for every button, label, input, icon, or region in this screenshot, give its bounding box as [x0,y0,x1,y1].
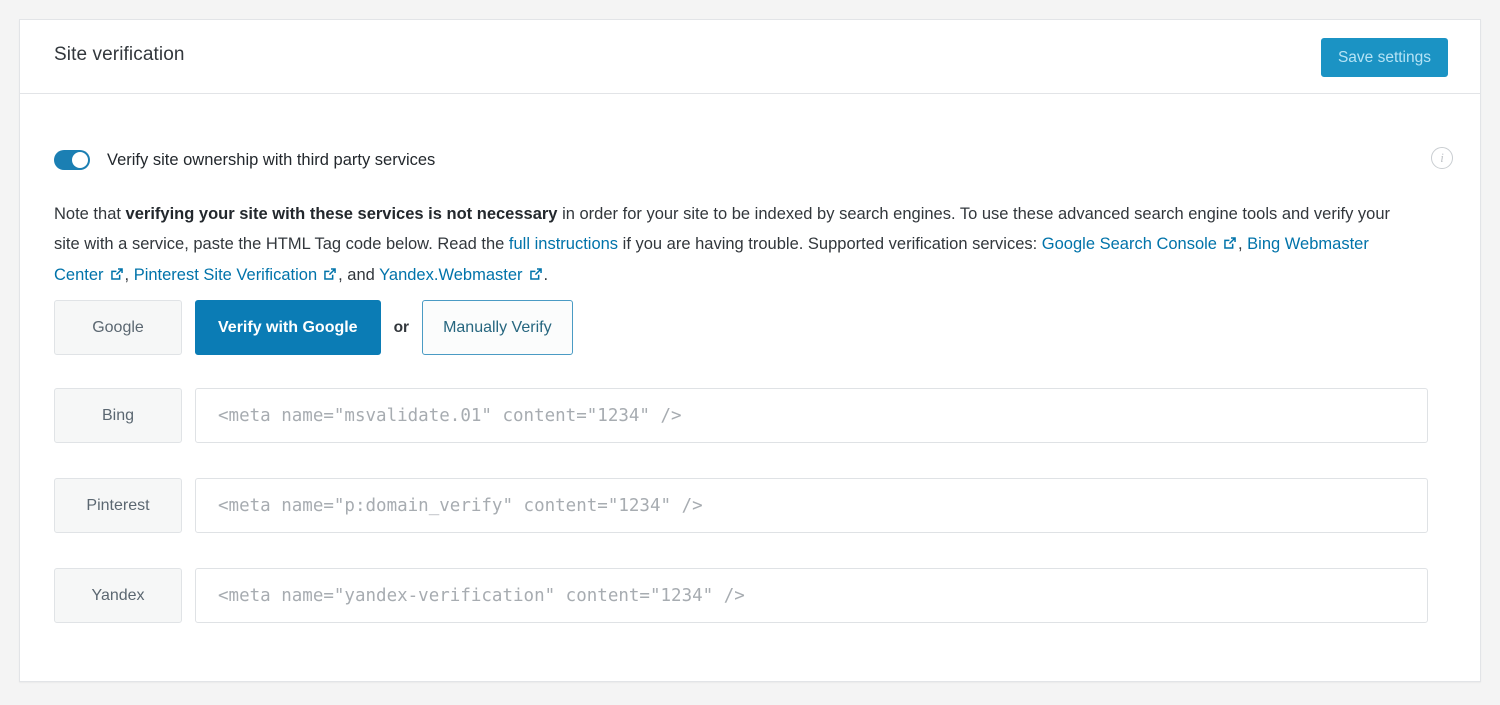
save-settings-button[interactable]: Save settings [1320,38,1448,77]
page-title: Site verification [54,44,185,65]
link-yandex-webmaster[interactable]: Yandex.Webmaster [379,265,523,284]
description-text-1: Note that [54,204,126,223]
verify-with-google-button[interactable]: Verify with Google [195,300,381,355]
link-google-search-console[interactable]: Google Search Console [1041,235,1217,253]
site-verification-card: Site verification Save settings Verify s… [19,19,1481,682]
service-label-bing: Bing [54,388,182,443]
description-sep-3: , and [338,265,380,284]
external-link-icon[interactable] [529,267,543,281]
ownership-toggle-row: Verify site ownership with third party s… [54,150,435,170]
service-label-pinterest: Pinterest [54,478,182,533]
service-row-bing: Bing [54,388,1428,443]
external-link-icon[interactable] [1223,236,1237,250]
description-paragraph: Note that verifying your site with these… [54,199,1419,291]
yandex-meta-input[interactable] [195,568,1428,623]
link-pinterest-site-verification[interactable]: Pinterest Site Verification [133,265,318,284]
toggle-knob [72,152,88,168]
description-bold: verifying your site with these services … [125,204,558,223]
description-text-3: if you are having trouble. Supported ver… [618,235,1042,253]
info-icon[interactable]: i [1431,147,1453,169]
link-bing-webmaster-center[interactable]: Bing Webmaster Center [54,235,1369,284]
toggle-label: Verify site ownership with third party s… [107,150,436,169]
pinterest-meta-input[interactable] [195,478,1428,533]
or-separator: or [393,318,410,336]
service-row-pinterest: Pinterest [54,478,1428,533]
external-link-icon[interactable] [323,267,337,281]
bing-meta-input[interactable] [195,388,1428,443]
service-label-yandex: Yandex [54,568,182,623]
description-sep-2: , [124,265,134,284]
description-text-2: in order for your site to be indexed by … [54,204,1391,254]
external-link-icon[interactable] [110,267,124,281]
service-row-yandex: Yandex [54,568,1428,623]
description-period: . [543,265,549,284]
link-full-instructions[interactable]: full instructions [508,235,619,253]
card-header: Site verification Save settings [20,20,1480,94]
service-label-google: Google [54,300,182,355]
verify-ownership-toggle[interactable] [54,150,90,170]
description-sep-1: , [1238,235,1248,253]
service-row-google: Google Verify with Google or Manually Ve… [54,300,573,355]
manually-verify-button[interactable]: Manually Verify [422,300,573,355]
